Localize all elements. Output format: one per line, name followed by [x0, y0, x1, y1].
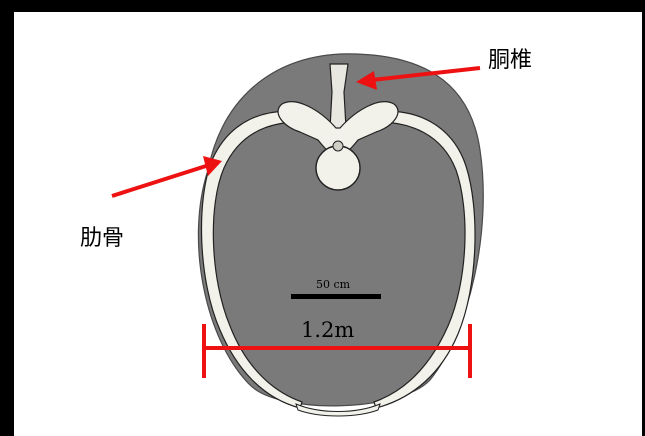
neural-canal: [333, 141, 343, 151]
vertebral-centrum: [316, 146, 360, 190]
scale-bar: [291, 294, 381, 299]
scale-bar-label: 50 cm: [316, 278, 350, 291]
width-measure-label: 1.2m: [301, 318, 354, 342]
vertebra-label: 胴椎: [488, 42, 532, 74]
rib-label: 肋骨: [80, 220, 124, 252]
